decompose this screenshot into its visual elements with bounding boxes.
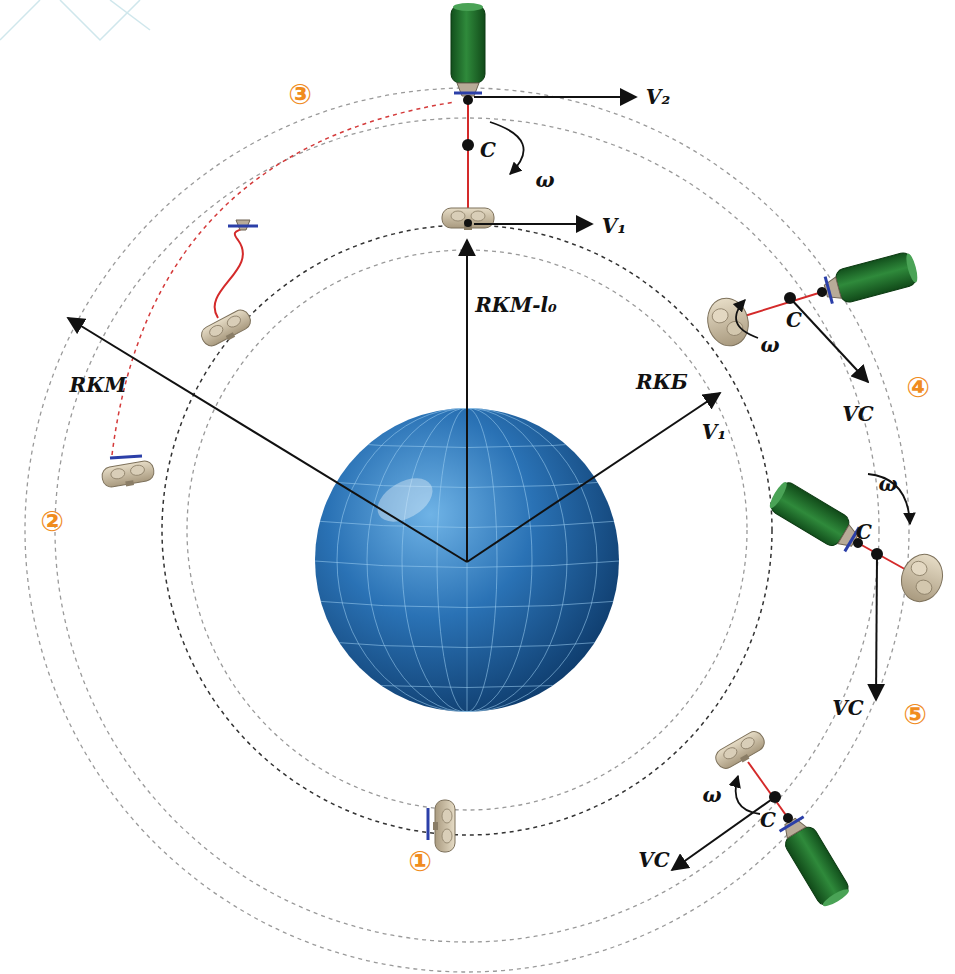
outer-orbit	[25, 88, 909, 972]
rotation-label: ω	[535, 169, 554, 191]
stage-top	[442, 3, 636, 230]
radius-arrow	[68, 318, 467, 562]
parallel	[300, 640, 634, 648]
velocity-label: V₂	[646, 86, 670, 108]
stage-six	[672, 728, 853, 910]
radius-label: RКБ	[636, 371, 688, 393]
tether	[467, 100, 469, 214]
velocity-label: VC	[842, 403, 873, 425]
stage-approach	[101, 220, 455, 852]
mass-center-label: C	[760, 809, 776, 831]
velocity-arrow	[474, 223, 592, 225]
tether	[738, 292, 822, 318]
rotation-label: ω	[760, 334, 779, 356]
corner-decoration	[0, 0, 150, 40]
orbit-circles	[25, 88, 909, 972]
debris-orbit	[55, 118, 879, 942]
tug-craft	[702, 294, 753, 351]
debris-rocket	[766, 478, 871, 560]
tug-craft	[198, 307, 254, 351]
tug-craft	[895, 549, 949, 608]
decor-line	[110, 0, 150, 30]
capture-device	[228, 225, 258, 228]
velocity-label: VC	[832, 697, 863, 719]
velocity-label: VC	[638, 849, 669, 871]
decor-line	[60, 0, 140, 40]
radius-arrows	[68, 240, 720, 562]
rotation-arrow	[736, 776, 760, 814]
decor-line	[0, 0, 40, 40]
tether	[215, 226, 243, 318]
tug-craft	[712, 728, 768, 773]
stage-number: ④	[906, 373, 930, 404]
stage-number: ⑤	[903, 700, 927, 731]
rotation-arrow	[736, 300, 758, 338]
radius-arrow	[466, 240, 468, 562]
mass-center-label: C	[856, 521, 872, 543]
velocity-label: V₁	[602, 215, 626, 237]
debris-rocket	[451, 3, 485, 105]
capture-device	[110, 456, 142, 458]
stage-number: ③	[288, 80, 312, 111]
debris-rocket	[813, 250, 920, 309]
stage-number: ①	[408, 847, 432, 878]
stage-number: ②	[40, 507, 64, 538]
mass-center-label: C	[786, 309, 802, 331]
mass-center	[462, 139, 474, 151]
stage-five	[766, 474, 949, 700]
rotation-label: ω	[878, 473, 897, 495]
tug-orbit	[162, 225, 772, 835]
rotation-arrow	[868, 474, 910, 524]
radius-label: RКМ-l₀	[475, 294, 557, 316]
transfer-arc	[112, 102, 455, 455]
attach-point	[464, 219, 472, 227]
mass-center-label: C	[480, 139, 496, 161]
tug-craft	[442, 208, 494, 230]
tug-craft	[101, 460, 156, 491]
velocity-arrow	[876, 556, 877, 700]
radius-label: RКМ	[70, 374, 127, 396]
stage-four	[702, 250, 920, 382]
parallel	[300, 600, 634, 608]
debris-rocket	[771, 805, 853, 910]
earth-highlight	[370, 469, 440, 530]
rotation-label: ω	[702, 784, 721, 806]
velocity-label: V₁	[702, 421, 726, 443]
velocity-arrow	[672, 797, 775, 870]
tether	[858, 543, 910, 572]
capture-device	[427, 808, 430, 840]
tug-craft	[433, 800, 455, 852]
velocity-arrow	[474, 96, 636, 98]
radius-arrow	[467, 393, 720, 562]
parallel	[300, 680, 634, 688]
